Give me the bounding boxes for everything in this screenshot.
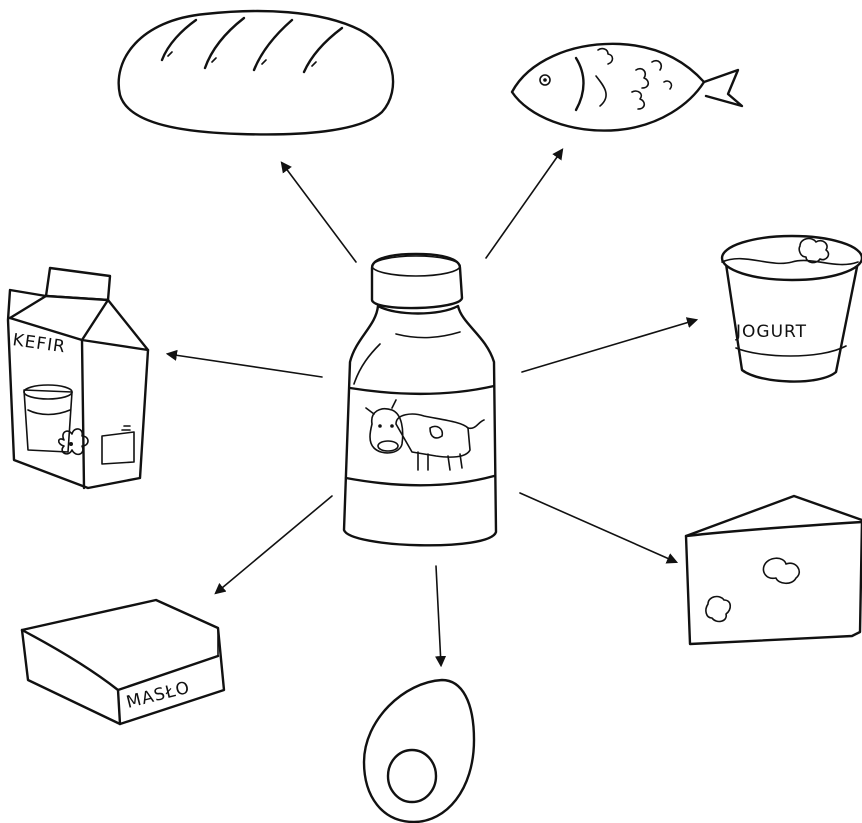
arrow-to-egg [436,566,441,665]
cheese-wedge-icon [686,496,862,644]
kefir-carton-icon: KEFIR [8,268,148,488]
milk-bottle-with-cow-icon [344,254,496,545]
egg-icon [364,680,474,822]
fish-icon [512,44,742,131]
arrow-to-fish [486,150,562,258]
butter-block-icon: MASŁO [22,600,224,724]
arrow-to-yogurt [522,320,696,372]
bread-loaf-icon [119,11,393,134]
arrow-to-cheese [520,493,676,562]
yogurt-label: JOGURT [735,322,807,342]
arrow-to-kefir [168,354,322,377]
yogurt-cup-icon: JOGURT [722,236,862,382]
arrow-to-bread [282,163,356,262]
arrow-to-butter [216,496,332,593]
